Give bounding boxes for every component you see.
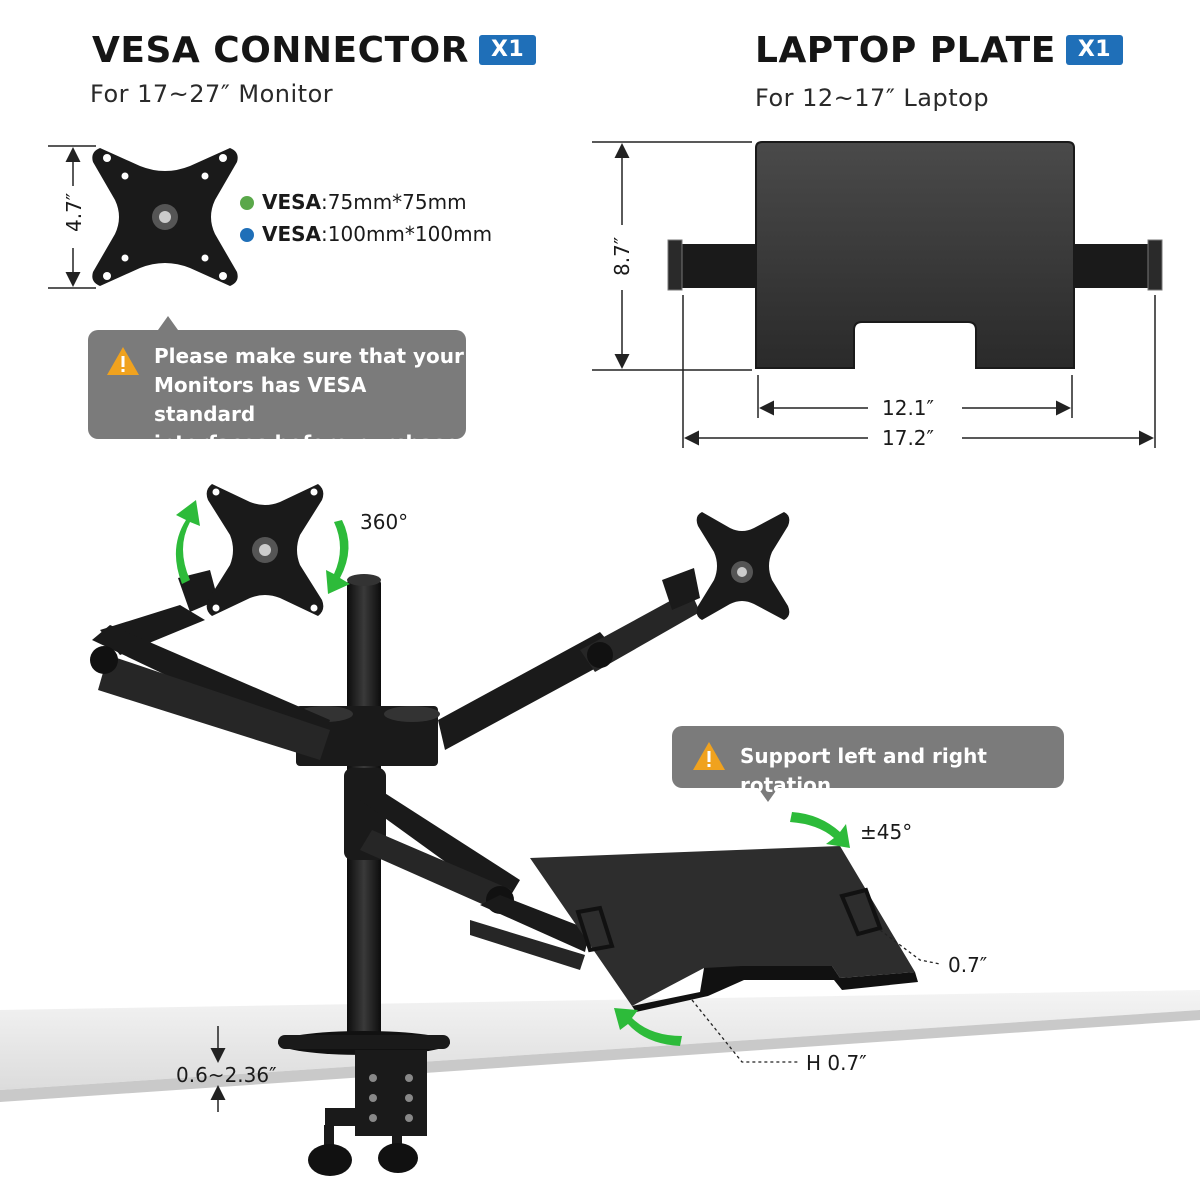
lip-height-label: 0.7″ [944, 953, 992, 977]
clamp-range-label: 0.6~2.36″ [176, 1063, 277, 1087]
laptop-inner-width-label: 12.1″ [878, 396, 939, 420]
vesa-warning-note: Please make sure that your Monitors has … [88, 316, 466, 484]
tray-dimension-leaders [691, 929, 941, 1063]
right-monitor-arm [438, 568, 700, 750]
vesa-height-label: 4.7″ [62, 192, 86, 232]
laptop-tray [530, 846, 918, 1012]
laptop-subtitle: For 12~17″ Laptop [755, 84, 990, 112]
vesa-subtitle: For 17~27″ Monitor [90, 80, 334, 108]
laptop-title-text: LAPTOP PLATE [755, 30, 1056, 71]
laptop-arm [344, 768, 590, 970]
vesa-quantity-badge: X1 [478, 35, 537, 65]
vesa-spec-100: VESA:100mm*100mm [240, 222, 492, 246]
note-pointer [158, 316, 178, 330]
vesa-spec-100-value: :100mm*100mm [321, 222, 493, 246]
lip-depth-label: H 0.7″ [802, 1051, 871, 1075]
rotation-note-pointer [758, 788, 778, 802]
note-line-3: interfaces before purchase . [154, 431, 459, 484]
rotation-note: Support left and right rotation [672, 726, 1064, 802]
laptop-plate-title: LAPTOP PLATE X1 [755, 30, 1124, 71]
vesa-spec-75-value: :75mm*75mm [321, 190, 467, 214]
rotation-warning-icon [692, 741, 726, 779]
vesa-plate-image [92, 148, 238, 286]
note-line-1: Please make sure that your [154, 344, 464, 368]
laptop-plate-image [667, 141, 1163, 369]
rotation-360-label: 360° [360, 510, 409, 534]
laptop-outer-width-label: 17.2″ [878, 426, 939, 450]
right-vesa-plate [696, 512, 790, 620]
vesa-height-dimension [48, 145, 96, 289]
rotation-arrows [175, 500, 850, 1046]
vesa-spec-100-label: VESA [262, 222, 322, 246]
blue-dot-icon [240, 228, 254, 242]
laptop-dimension-lines [592, 141, 1156, 448]
vesa-connector-title: VESA CONNECTOR X1 [92, 30, 537, 71]
vesa-spec-75-label: VESA [262, 190, 322, 214]
desk-clamp [308, 1050, 427, 1176]
left-vesa-plate [206, 484, 324, 616]
laptop-quantity-badge: X1 [1065, 35, 1124, 65]
vesa-title-text: VESA CONNECTOR [92, 30, 469, 71]
laptop-height-label: 8.7″ [610, 236, 634, 276]
warning-icon [106, 346, 140, 384]
green-dot-icon [240, 196, 254, 210]
note-line-2: Monitors has VESA standard [154, 373, 367, 426]
vesa-spec-75: VESA:75mm*75mm [240, 190, 467, 214]
rotation-note-text: Support left and right rotation [740, 744, 987, 797]
tilt-angle-label: ±45° [860, 820, 913, 844]
desk-surface [0, 990, 1200, 1102]
